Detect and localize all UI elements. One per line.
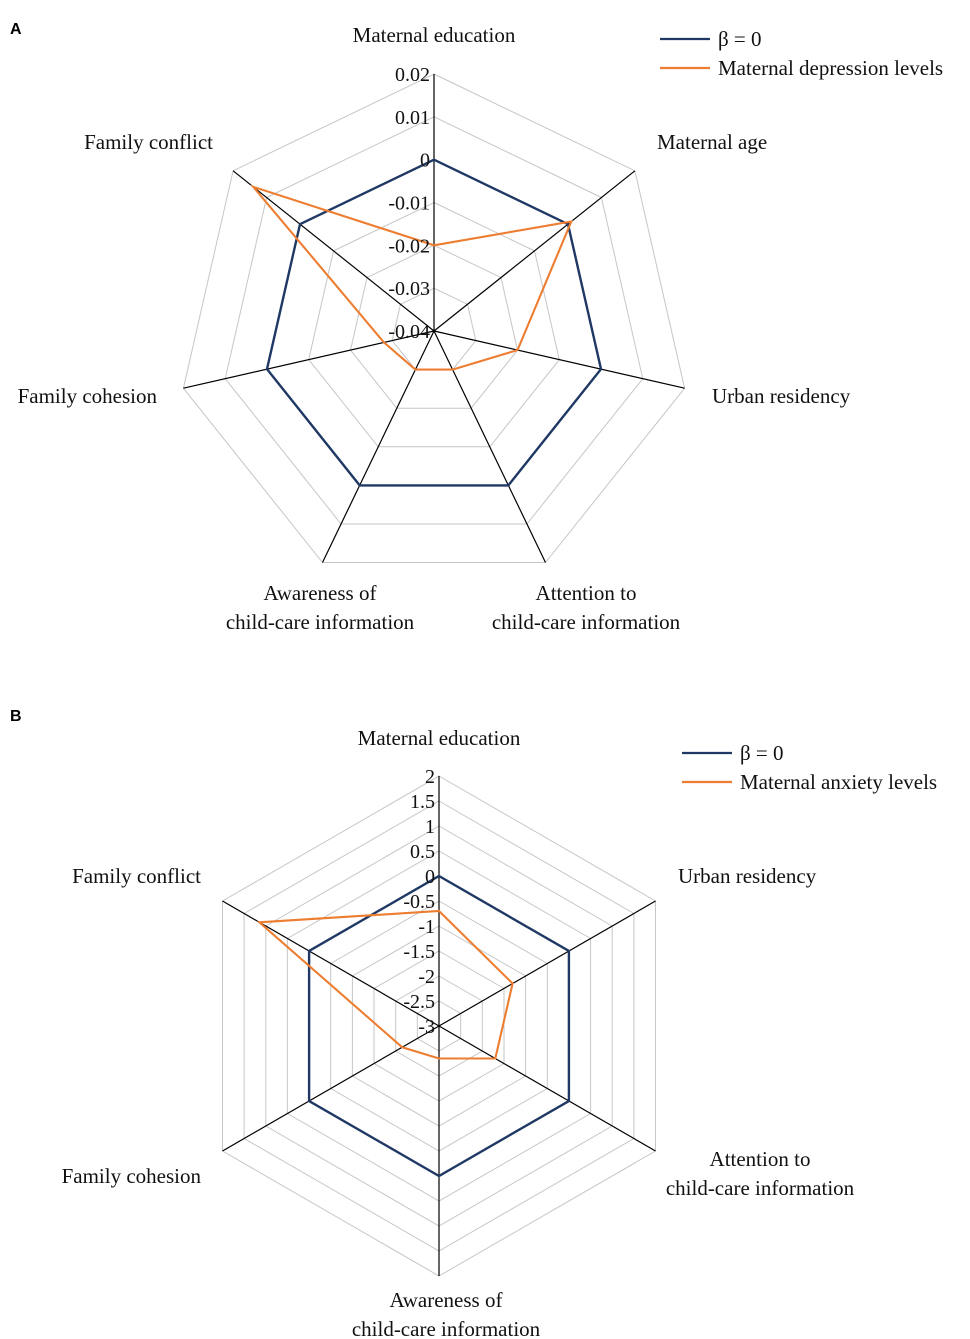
tick-label-7: -1.5 [403,941,435,963]
axis-label-0: Maternal education [353,23,516,47]
tick-label-4: -0.02 [388,235,430,257]
axis-label-5: Family cohesion [18,384,158,408]
tick-label-6: -0.04 [388,321,430,343]
radar-panel-b: 2 1.5 1 0.5 0 -0.5 -1 -1.5 -2 -2.5 -3 Maternal educ… [62,726,938,1339]
tick-label-10: -3 [418,1016,435,1038]
axis-label-1: Urban residency [678,864,817,888]
axis-label-0: Maternal education [358,726,521,750]
series-line-1 [250,184,574,371]
tick-label-3: 0.5 [410,841,435,863]
legend-label-0: β = 0 [740,741,784,765]
tick-label-1: 0.01 [395,107,430,129]
tick-label-3: -0.01 [388,193,430,215]
axis-spoke-2 [438,1025,656,1152]
axis-label-1: Maternal age [657,130,767,154]
grid-ring-3 [308,201,560,448]
legend-label-1: Maternal depression levels [718,56,943,80]
tick-label-2: 1 [425,816,435,838]
grid-ring-4 [349,244,519,409]
legend-label-1: Maternal anxiety levels [740,770,937,794]
radar-panel-a: 0.02 0.01 0 -0.01 -0.02 -0.03 -0.04 Maternal ed… [18,23,944,634]
panel-label-a: A [10,21,22,38]
axis-label-6: Family conflict [84,130,213,154]
grid-ring-1 [224,116,644,525]
tick-label-2: 0 [420,150,430,172]
tick-label-1: 1.5 [410,791,435,813]
tick-label-4: 0 [425,866,435,888]
axis-spoke-1 [438,900,656,1027]
tick-label-8: -2 [418,966,435,988]
axis-label-4: Family cohesion [62,1164,202,1188]
axis-label-2: Urban residency [712,384,851,408]
tick-label-0: 0.02 [395,64,430,86]
series-line-0 [307,874,571,1178]
panel-label-b: B [10,708,22,725]
axis-label-5: Family conflict [72,864,201,888]
tick-label-0: 2 [425,766,435,788]
legend-label-0: β = 0 [718,27,762,51]
axis-spoke-1 [433,170,636,332]
grid-ring-0 [182,73,686,563]
axis-spoke-5 [183,330,435,389]
axis-spoke-6 [232,170,435,332]
tick-label-5: -0.03 [388,278,430,300]
axis-spoke-2 [433,330,685,389]
series-line-1 [256,909,514,1060]
tick-label-9: -2.5 [403,991,435,1013]
tick-label-6: -1 [418,916,435,938]
tick-label-5: -0.5 [403,891,435,913]
series-line-0 [265,158,603,487]
